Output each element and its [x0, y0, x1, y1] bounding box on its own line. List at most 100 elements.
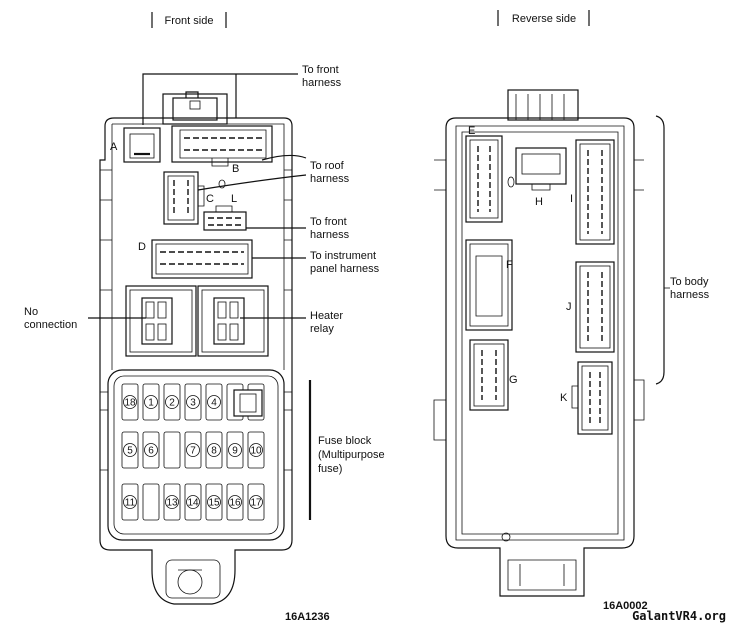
- label-no-connection-2: connection: [24, 319, 77, 331]
- fuse-number-17: 17: [250, 498, 262, 509]
- fuse-number-ring: [165, 395, 179, 409]
- label-body-harness-1: To body: [670, 276, 709, 288]
- label-connector-f: F: [506, 259, 513, 271]
- label-roof-harness-2: harness: [310, 173, 350, 185]
- fuse-number-8: 8: [211, 446, 217, 457]
- fuse-number-ring: [207, 495, 221, 509]
- fuse-slot: [163, 431, 181, 469]
- fuse-slot: [226, 431, 244, 469]
- fuse-slot: [163, 483, 181, 521]
- fuse-number-ring: [165, 495, 179, 509]
- label-heater-relay-1: Heater: [310, 310, 343, 322]
- fuse-slot: [205, 483, 223, 521]
- front-side-header: Front side: [151, 12, 227, 28]
- label-front-harness-top-1: To front: [302, 64, 339, 76]
- fuse-number-ring: [249, 443, 263, 457]
- connector-b: [171, 125, 273, 167]
- fuse-number-6: 6: [148, 446, 154, 457]
- label-connector-e: E: [468, 125, 475, 137]
- front-diagram-code: 16A1236: [285, 611, 330, 623]
- fuse-number-15: 15: [208, 498, 220, 509]
- connector-d: [151, 239, 253, 279]
- fuse-slot: [121, 383, 139, 421]
- fuse-slot: [142, 483, 160, 521]
- label-front-harness-top-2: harness: [302, 77, 342, 89]
- fuse-number-ring: [186, 443, 200, 457]
- fuse-number-ring: [207, 395, 221, 409]
- label-front-harness-mid-2: harness: [310, 229, 350, 241]
- fuse-number-5: 5: [127, 446, 133, 457]
- reverse-side-header: Reverse side: [497, 10, 590, 26]
- fuse-number-3: 3: [190, 398, 196, 409]
- label-fuse-block-2: (Multipurpose: [318, 449, 385, 461]
- relay-socket-heater: [197, 285, 269, 357]
- label-body-harness-2: harness: [670, 289, 710, 301]
- label-fuse-block-3: fuse): [318, 463, 342, 475]
- fuse-slot: [205, 383, 223, 421]
- label-roof-harness-1: To roof: [310, 160, 345, 172]
- fuse-number-7: 7: [190, 446, 196, 457]
- label-connector-l: L: [231, 193, 237, 205]
- label-instrument-panel-2: panel harness: [310, 263, 380, 275]
- connector-g: [469, 339, 509, 411]
- label-connector-g: G: [509, 374, 518, 386]
- label-no-connection-1: No: [24, 306, 38, 318]
- label-connector-i: I: [570, 193, 573, 205]
- fuse-number-1: 1: [148, 398, 154, 409]
- fuse-number-4: 4: [211, 398, 217, 409]
- fuse-number-ring: [228, 495, 242, 509]
- fuse-number-14: 14: [187, 498, 199, 509]
- fuse-number-11: 11: [125, 498, 136, 509]
- label-instrument-panel-1: To instrument: [310, 250, 376, 262]
- reverse-fuse-box: [433, 89, 645, 597]
- fuse-number-16: 16: [229, 498, 241, 509]
- fuse-number-ring: [186, 395, 200, 409]
- connector-f: [465, 239, 513, 331]
- relay-socket-left: [125, 285, 197, 357]
- connector-j: [575, 261, 615, 353]
- connector-i: [575, 139, 615, 245]
- fuse-number-ring: [123, 495, 137, 509]
- label-fuse-block-1: Fuse block: [318, 435, 372, 447]
- connector-c: [163, 171, 205, 225]
- fuse-slot: [247, 431, 265, 469]
- fuse-number-ring: [228, 443, 242, 457]
- reverse-diagram-code: 16A0002: [603, 600, 648, 612]
- fuse-slot: [247, 483, 265, 521]
- fuse-slot: [184, 383, 202, 421]
- fuse-slot: [184, 431, 202, 469]
- fuse-slot: [142, 383, 160, 421]
- fuse-number-ring: [123, 443, 137, 457]
- label-connector-c: C: [206, 193, 214, 205]
- connector-k: [571, 361, 613, 435]
- fuse-slot: [142, 431, 160, 469]
- fuse-number-18: 18: [124, 398, 136, 409]
- fuse-number-ring: [123, 395, 137, 409]
- label-heater-relay-2: relay: [310, 323, 334, 335]
- fuse-block: [100, 369, 292, 541]
- label-connector-h: H: [535, 196, 543, 208]
- label-front-harness-mid-1: To front: [310, 216, 347, 228]
- fuse-slot: [184, 483, 202, 521]
- fuse-number-ring: [186, 495, 200, 509]
- fuse-slot: [121, 431, 139, 469]
- fuse-slot: [205, 431, 223, 469]
- fuse-number-9: 9: [232, 446, 238, 457]
- connector-l: [203, 205, 247, 231]
- fuse-number-ring: [249, 495, 263, 509]
- reverse-side-title: Reverse side: [512, 13, 576, 25]
- label-connector-d: D: [138, 241, 146, 253]
- label-connector-b: B: [232, 163, 239, 175]
- connector-a: [123, 127, 161, 163]
- label-connector-k: K: [560, 392, 568, 404]
- fuse-number-ring: [207, 443, 221, 457]
- fuse-number-13: 13: [166, 498, 178, 509]
- fuse-slot: [226, 483, 244, 521]
- connector-h: [515, 147, 567, 191]
- watermark: GalantVR4.org: [632, 609, 726, 623]
- fuse-number-10: 10: [250, 446, 262, 457]
- fuse-number-ring: [144, 395, 158, 409]
